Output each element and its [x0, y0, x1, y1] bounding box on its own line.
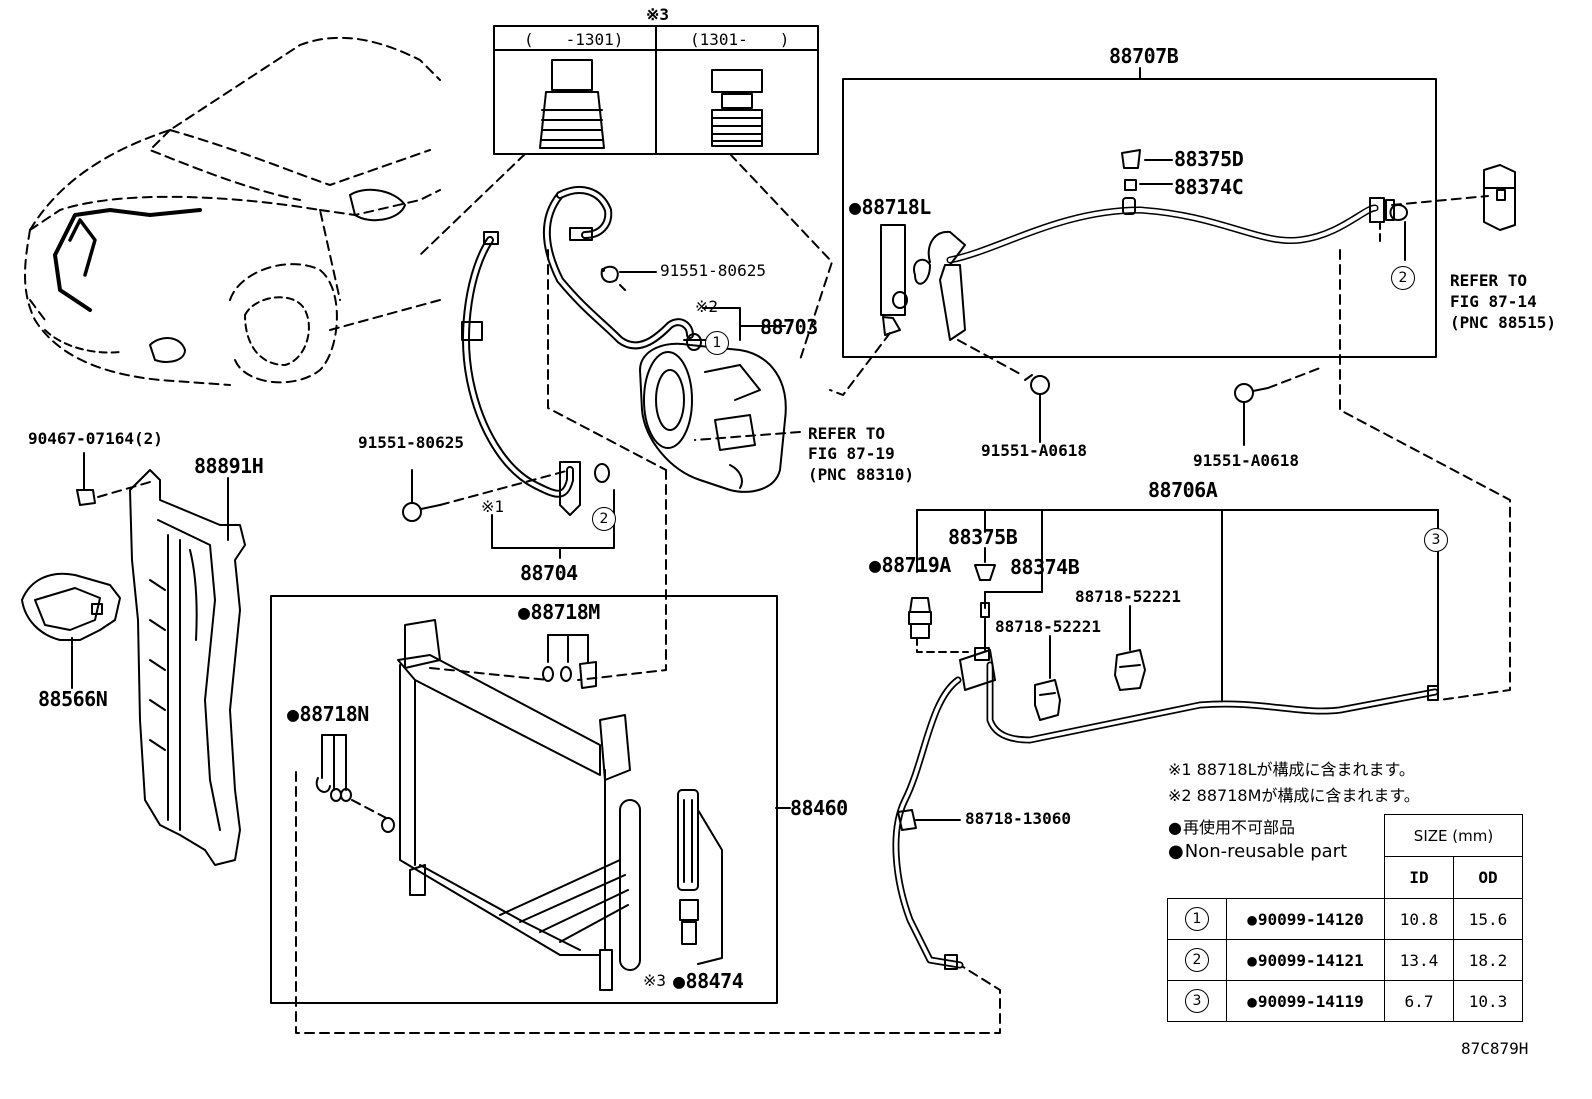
label-88375B: 88375B: [948, 525, 1018, 549]
part-cell: 90099-14119: [1226, 980, 1385, 1022]
label-88707B: 88707B: [1109, 44, 1179, 68]
col-od: OD: [1453, 856, 1523, 899]
duct-88566N: [21, 572, 121, 641]
label-91551-80625-b: 91551-80625: [358, 433, 464, 452]
vehicle-outline: [24, 36, 441, 386]
pipe-88707B: [913, 197, 1395, 341]
note-1: ※1 88718Lが構成に含まれます。: [1168, 760, 1415, 779]
label-88474: 88474: [673, 970, 744, 992]
bolt-91551-A0618-b: [1234, 383, 1269, 403]
note2-marker: ※2: [695, 297, 719, 316]
label-88474-marker: ※3: [643, 971, 667, 990]
inset-box: [493, 25, 819, 155]
label-90467: 90467-07164(2): [28, 429, 163, 448]
label-88374C: 88374C: [1174, 175, 1244, 199]
clamp-88718-52221-b: [1114, 649, 1146, 691]
label-88704: 88704: [520, 561, 578, 585]
figure-id: 87C879H: [1461, 1039, 1529, 1058]
label-91551-A0618-b: 91551-A0618: [1193, 451, 1299, 470]
label-88718M: 88718M: [518, 601, 601, 623]
label-88374B: 88374B: [1010, 555, 1080, 579]
frame-88460: [270, 595, 778, 1004]
label-88718-13060: 88718-13060: [965, 809, 1071, 828]
clamp-88718-13060: [897, 809, 917, 831]
condenser-88460: [397, 619, 641, 991]
part-cell: 90099-14121: [1226, 939, 1385, 981]
label-88718-52221-a: 88718-52221: [1075, 587, 1181, 606]
legend-jp: 再使用不可部品: [1168, 818, 1295, 838]
bolt-91551-80625-b: [402, 502, 441, 522]
valve-core-new: [711, 69, 763, 147]
hose-88703: [542, 186, 702, 351]
note1-marker: ※1: [481, 497, 505, 516]
label-88703: 88703: [760, 315, 818, 339]
table-row: 1 90099-14120 10.8 15.6: [1167, 898, 1523, 940]
ref-fig87-19-line3: (PNC 88310): [808, 465, 914, 484]
ref-fig87-14-line2: FIG 87-14: [1450, 292, 1537, 311]
label-88718N: 88718N: [287, 703, 370, 725]
size-table: SIZE (mm) ID OD 1 90099-14120 10.8 15.6 …: [1167, 814, 1523, 1022]
ref-fig87-14-line1: REFER TO: [1450, 271, 1528, 290]
circle-2-hose: 2: [592, 507, 616, 531]
label-88375D: 88375D: [1174, 147, 1244, 171]
label-88719A: 88719A: [869, 554, 952, 576]
clamp-88718-52221-a: [1034, 679, 1061, 721]
part-cell: 90099-14120: [1226, 898, 1385, 940]
size-header: SIZE (mm): [1384, 814, 1523, 857]
label-88718L: 88718L: [849, 196, 932, 218]
ref-fig87-19-line1: REFER TO: [808, 424, 886, 443]
label-88706A: 88706A: [1148, 478, 1218, 502]
bolt-91551-80625-a: [601, 268, 605, 272]
frame-88707B: [842, 78, 1437, 358]
o-ring-88718L-bracket: [880, 224, 906, 316]
col-id: ID: [1384, 856, 1454, 899]
label-91551-80625-a: 91551-80625: [660, 261, 766, 280]
ref-fig87-14-line3: (PNC 88515): [1450, 313, 1556, 332]
circle-1-hose: 1: [705, 331, 729, 355]
compressor-icon: [639, 342, 787, 493]
valve-core-old: [539, 59, 605, 149]
circle-2-valve: 2: [1391, 266, 1415, 290]
table-row: 3 90099-14119 6.7 10.3: [1167, 980, 1523, 1022]
inset-left-range: ( -1301): [524, 30, 624, 49]
table-row: 2 90099-14121 13.4 18.2: [1167, 939, 1523, 981]
clip-90467: [76, 489, 96, 506]
desiccant-88474: [677, 789, 723, 965]
shroud-88891H: [129, 469, 246, 866]
pressure-switch-88719A: [908, 597, 932, 639]
circle-3-pipe: 3: [1424, 528, 1448, 552]
label-88566N: 88566N: [38, 687, 108, 711]
label-88460: 88460: [790, 796, 848, 820]
hose-88704: [461, 231, 610, 516]
inset-marker: ※3: [646, 5, 670, 24]
label-88718-52221-b: 88718-52221: [995, 617, 1101, 636]
pipe-88706A: [892, 647, 1439, 970]
expansion-valve-icon: [1483, 164, 1516, 231]
label-88891H: 88891H: [194, 454, 264, 478]
inset-right-range: (1301- ): [690, 30, 790, 49]
bolt-91551-A0618-a: [1024, 374, 1050, 395]
note-2: ※2 88718Mが構成に含まれます。: [1168, 786, 1420, 805]
label-91551-A0618-a: 91551-A0618: [981, 441, 1087, 460]
ref-fig87-19-line2: FIG 87-19: [808, 444, 895, 463]
